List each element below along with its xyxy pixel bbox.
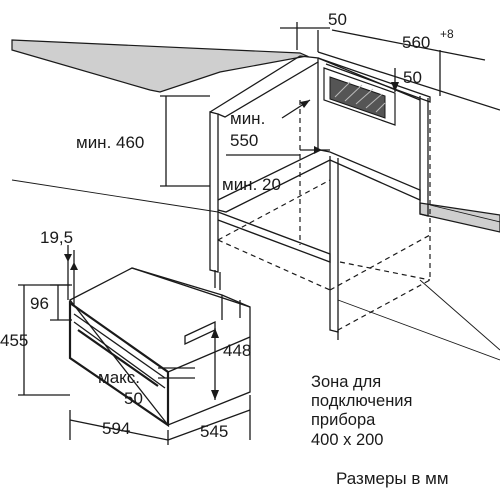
right-wall <box>337 279 500 361</box>
floor-lines <box>11 179 500 223</box>
appliance <box>68 267 251 428</box>
cabinet-niche <box>209 55 431 333</box>
niche-left-panel <box>209 111 219 273</box>
label-width: 594 <box>102 419 130 438</box>
worktop-slab <box>11 39 310 93</box>
niche-rear-top <box>317 57 431 103</box>
label-depth-tolerance: +8 <box>440 27 454 41</box>
label-min-depth-value: 550 <box>230 131 258 150</box>
upper-dimensions <box>160 22 486 187</box>
worktop-back-edge <box>317 51 500 111</box>
niche-right-rear <box>419 96 429 217</box>
label-panel-height: 96 <box>30 294 49 313</box>
vent-hatch <box>329 76 386 119</box>
label-vent-depth: 50 <box>403 68 422 87</box>
appliance-body <box>69 267 251 426</box>
label-depth: 560 <box>402 33 430 52</box>
label-top-gap: 50 <box>328 10 347 29</box>
zone-note-line2: подключения <box>311 392 412 410</box>
niche-top-shelf <box>209 55 319 118</box>
worktop-front-edge <box>317 57 421 101</box>
niche-right-panel <box>329 156 339 333</box>
vent-opening <box>323 67 396 126</box>
label-max-value: 50 <box>124 389 143 408</box>
units-caption: Размеры в мм <box>336 469 449 488</box>
label-total-height: 455 <box>0 331 28 350</box>
appliance-dimensions <box>18 245 251 445</box>
label-panel-offset: 19,5 <box>40 228 73 247</box>
hidden-cabinet <box>217 100 431 331</box>
niche-bottom-front <box>217 211 331 263</box>
label-max: макс. <box>98 368 140 387</box>
label-min-depth-prefix: мин. <box>230 109 265 128</box>
zone-note-line3: прибора <box>311 411 376 429</box>
label-body-height: 448 <box>223 341 251 360</box>
niche-left-foot <box>214 270 221 290</box>
zone-note-line4: 400 x 200 <box>311 431 383 449</box>
label-body-depth: 545 <box>200 422 228 441</box>
label-min-height: мин. 460 <box>76 133 144 152</box>
worktop-right-slab <box>419 202 500 233</box>
appliance-handle <box>77 329 159 387</box>
label-min-gap: мин. 20 <box>222 175 281 194</box>
zone-note-line1: Зона для <box>311 373 381 391</box>
